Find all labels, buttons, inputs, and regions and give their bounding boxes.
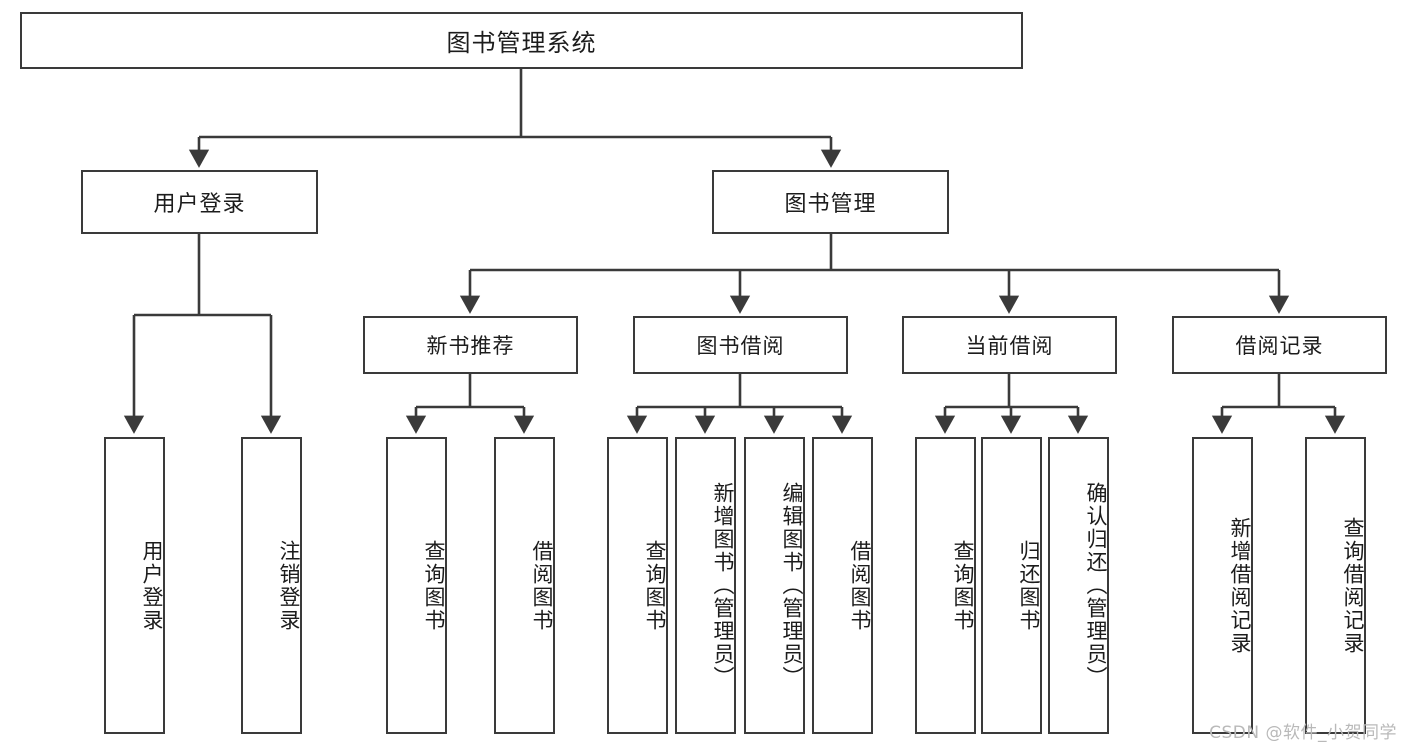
leaf-book-borrow-lend-label: 借阅图书 xyxy=(848,539,872,632)
leaf-current-borrow-return[interactable]: 归还图书 xyxy=(981,437,1042,734)
node-new-book-recommend-label: 新书推荐 xyxy=(426,334,515,358)
leaf-new-book-query[interactable]: 查询图书 xyxy=(386,437,447,734)
leaf-book-borrow-add-label: 新增图书（管理员） xyxy=(711,482,735,689)
leaf-user-login-signout-label: 注销登录 xyxy=(277,539,301,632)
leaf-current-borrow-confirm-return[interactable]: 确认归还（管理员） xyxy=(1048,437,1109,734)
node-current-borrow-label: 当前借阅 xyxy=(965,334,1054,358)
node-new-book-recommend[interactable]: 新书推荐 xyxy=(363,316,578,374)
node-book-borrow-label: 图书借阅 xyxy=(696,334,785,358)
leaf-current-borrow-return-label: 归还图书 xyxy=(1017,539,1041,632)
leaf-new-book-borrow[interactable]: 借阅图书 xyxy=(494,437,555,734)
leaf-user-login-signout[interactable]: 注销登录 xyxy=(241,437,302,734)
node-root-label: 图书管理系统 xyxy=(446,29,597,57)
node-user-login-label: 用户登录 xyxy=(153,192,246,217)
node-book-management-label: 图书管理 xyxy=(784,192,877,217)
csdn-watermark: CSDN @软件_小贺同学 xyxy=(1209,723,1397,743)
node-book-borrow[interactable]: 图书借阅 xyxy=(633,316,848,374)
leaf-current-borrow-query-label: 查询图书 xyxy=(951,539,975,632)
node-current-borrow[interactable]: 当前借阅 xyxy=(902,316,1117,374)
leaf-current-borrow-query[interactable]: 查询图书 xyxy=(915,437,976,734)
node-user-login[interactable]: 用户登录 xyxy=(81,170,318,234)
leaf-current-borrow-confirm-return-label: 确认归还（管理员） xyxy=(1084,482,1108,689)
leaf-borrow-record-add-label: 新增借阅记录 xyxy=(1228,516,1252,655)
leaf-user-login-signin-label: 用户登录 xyxy=(140,539,164,632)
leaf-book-borrow-edit[interactable]: 编辑图书（管理员） xyxy=(744,437,805,734)
leaf-new-book-borrow-label: 借阅图书 xyxy=(530,539,554,632)
leaf-book-borrow-lend[interactable]: 借阅图书 xyxy=(812,437,873,734)
node-root-system[interactable]: 图书管理系统 xyxy=(20,12,1023,69)
leaf-borrow-record-add[interactable]: 新增借阅记录 xyxy=(1192,437,1253,734)
node-borrow-record[interactable]: 借阅记录 xyxy=(1172,316,1387,374)
leaf-borrow-record-query-label: 查询借阅记录 xyxy=(1341,516,1365,655)
leaf-book-borrow-query[interactable]: 查询图书 xyxy=(607,437,668,734)
leaf-book-borrow-add[interactable]: 新增图书（管理员） xyxy=(675,437,736,734)
leaf-book-borrow-edit-label: 编辑图书（管理员） xyxy=(780,482,804,689)
leaf-book-borrow-query-label: 查询图书 xyxy=(643,539,667,632)
leaf-borrow-record-query[interactable]: 查询借阅记录 xyxy=(1305,437,1366,734)
node-borrow-record-label: 借阅记录 xyxy=(1235,334,1324,358)
leaf-new-book-query-label: 查询图书 xyxy=(422,539,446,632)
leaf-user-login-signin[interactable]: 用户登录 xyxy=(104,437,165,734)
node-book-management[interactable]: 图书管理 xyxy=(712,170,949,234)
